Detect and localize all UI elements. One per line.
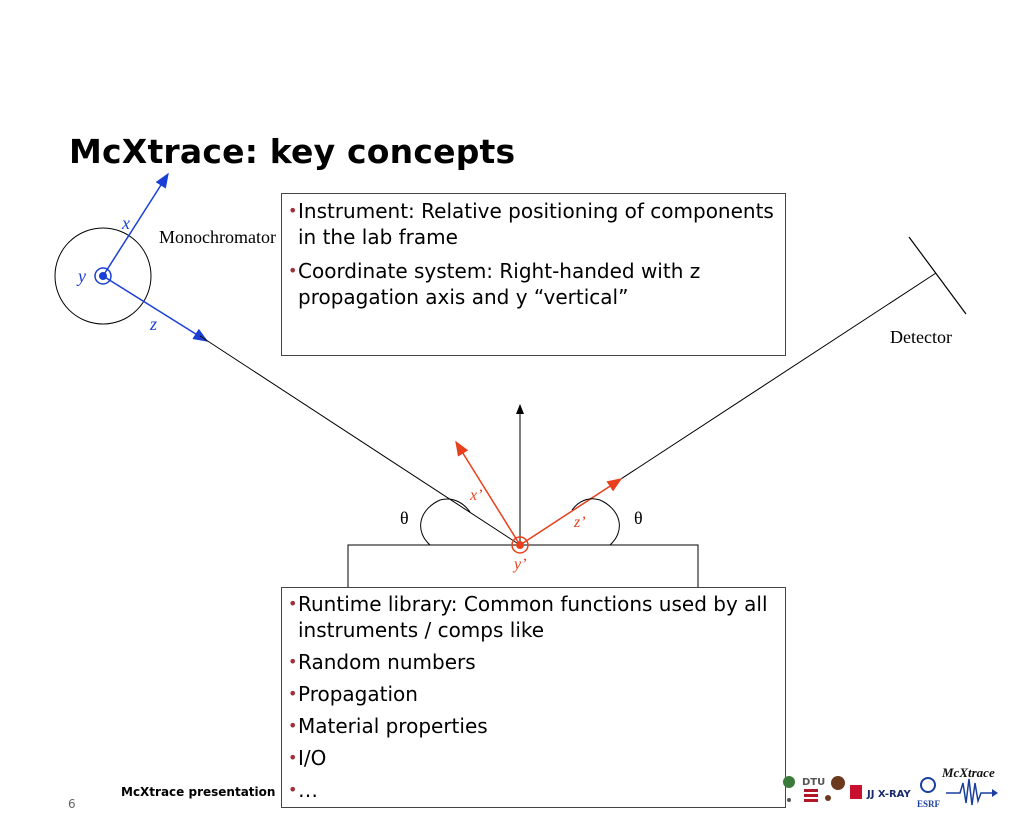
label-y: y — [76, 266, 86, 286]
list-item: •Coordinate system: Right-handed with z … — [288, 259, 701, 309]
label-detector: Detector — [890, 327, 952, 347]
page-number: 6 — [68, 797, 76, 811]
x-prime-arrow — [455, 440, 521, 546]
bullet-icon: • — [288, 716, 298, 735]
mcxtrace-logo: McXtrace — [941, 765, 995, 780]
label-monochromator: Monochromator — [159, 227, 276, 247]
waveform-icon — [946, 778, 994, 806]
footer-title: McXtrace presentation — [121, 785, 276, 799]
concepts-box-bottom: •Runtime library: Common functions used … — [281, 587, 786, 808]
dtu-logo: DTU — [802, 777, 825, 788]
list-item: •Material properties — [288, 714, 488, 738]
label-x-prime: x’ — [469, 487, 482, 504]
list-item: •Propagation — [288, 682, 418, 706]
red-square-logo-icon — [850, 785, 862, 799]
seal-logo-icon — [783, 776, 795, 788]
bullet-icon: • — [288, 780, 298, 799]
theta-arc-left-top — [439, 498, 471, 513]
esrf-logo: ESRF — [917, 799, 941, 809]
animal-logo-icon — [831, 776, 845, 790]
z-prime-arrow — [519, 478, 623, 546]
bullet-icon: • — [288, 594, 298, 613]
bullet-icon: • — [288, 261, 298, 280]
monochromator-circle — [54, 227, 152, 325]
y-prime-circle — [511, 536, 529, 554]
bullet-icon: • — [288, 748, 298, 767]
esrf-sun-icon — [920, 777, 936, 793]
concepts-box-top: •Instrument: Relative positioning of com… — [281, 193, 786, 356]
slide-title: McXtrace: key concepts — [69, 132, 516, 171]
theta-arc-right — [599, 499, 620, 546]
label-theta-right: θ — [634, 508, 643, 528]
list-item: •Random numbers — [288, 650, 476, 674]
label-y-prime: y’ — [512, 556, 526, 573]
bullet-icon: • — [288, 652, 298, 671]
incoming-beam — [199, 335, 521, 546]
theta-arc-left — [420, 499, 441, 546]
label-theta-left: θ — [400, 508, 409, 528]
label-x: x — [121, 213, 130, 233]
theta-arc-right-top — [571, 498, 601, 511]
label-z: z — [149, 314, 157, 334]
z-axis-arrow — [102, 275, 209, 342]
y-axis-circle — [94, 267, 112, 285]
bullet-icon: • — [288, 684, 298, 703]
detector-plate — [908, 236, 967, 315]
label-z-prime: z’ — [573, 514, 586, 531]
list-item: •Instrument: Relative positioning of com… — [288, 199, 774, 249]
y-prime-dot — [516, 541, 524, 549]
list-item: •Runtime library: Common functions used … — [288, 592, 768, 642]
partner-logos: DTU JJ X-RAY ESRF McXtrace — [783, 765, 998, 809]
list-item: •… — [288, 778, 318, 802]
jj-xray-logo: JJ X-RAY — [866, 789, 911, 800]
bullet-icon: • — [288, 201, 298, 220]
x-axis-arrow — [102, 172, 169, 277]
list-item: •I/O — [288, 746, 327, 770]
